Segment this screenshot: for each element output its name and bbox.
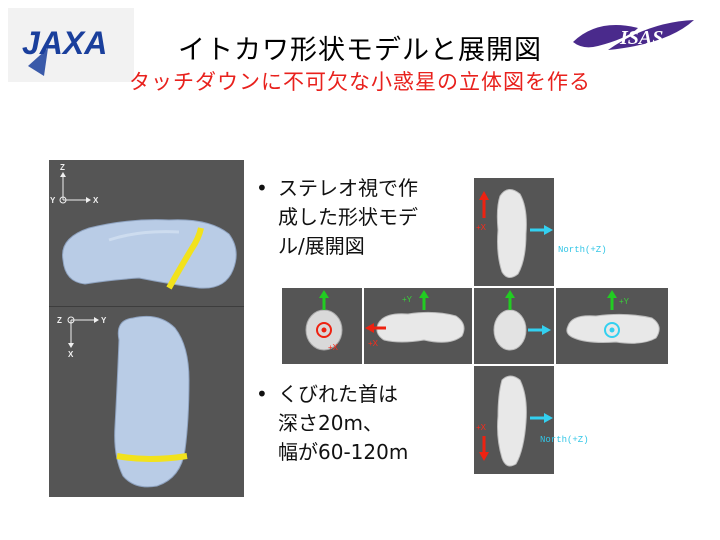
bullet-shape-model: • ステレオ視で作 成した形状モデ ル/展開図 [256, 174, 466, 261]
bottom-axis-z-label: Z [57, 316, 62, 325]
asteroid-top-view [114, 315, 190, 488]
slide-title: イトカワ形状モデルと展開図 [178, 35, 542, 66]
bullet-marker: • [256, 382, 268, 406]
net-top-x-label: +X [476, 223, 487, 232]
bullet-2-line-2: 深さ20m、 [278, 411, 383, 435]
net-cell-center [474, 288, 554, 364]
net-cell-top: +X [474, 178, 554, 286]
left-panel-divider [49, 306, 244, 307]
bullet-1-line-3: ル/展開図 [278, 234, 365, 258]
jaxa-logo-text: JAXA [22, 25, 107, 61]
development-net: +X +X +Y +X [282, 178, 668, 508]
bullet-1-line-1: ステレオ視で作 [278, 176, 418, 200]
bullet-2-line-1: くびれた首は [278, 382, 398, 406]
isas-logo: ISAS [568, 14, 698, 58]
net-bottom-north-label: North(+Z) [540, 435, 589, 445]
isas-logo-text: ISAS [619, 27, 663, 49]
net-mid-y-label: +Y [402, 295, 413, 304]
net-mid-x-label: +X [368, 339, 379, 348]
top-axis-x-label: X [93, 196, 99, 205]
slide-subtitle: タッチダウンに不可欠な小惑星の立体図を作る [129, 70, 591, 94]
shape-model-render-panel: Z Y X Z Y X [49, 160, 244, 497]
net-overlay-labels: North(+Z) North(+Z) [540, 245, 607, 445]
top-axis-y-label: Y [50, 196, 56, 205]
bottom-axis-x-label: X [68, 350, 74, 359]
bottom-axis-y-label: Y [101, 316, 107, 325]
bullet-2-line-3: 幅が60-120m [278, 440, 409, 464]
bullet-marker: • [256, 176, 268, 200]
net-cell-left-end: +X [282, 288, 362, 364]
bullet-neck-dimensions: • くびれた首は 深さ20m、 幅が60-120m [256, 380, 466, 467]
net-top-north-label: North(+Z) [558, 245, 607, 255]
bottom-axes-gizmo: Z Y X [57, 316, 107, 359]
net-cell-side-long: +Y +X [364, 288, 472, 364]
net-left-x-label: +X [328, 343, 339, 352]
bullet-1-line-2: 成した形状モデ [278, 205, 418, 229]
asteroid-side-view [62, 219, 237, 290]
net-bottom-x-label: +X [476, 423, 487, 432]
top-axes-gizmo: Z Y X [50, 163, 99, 205]
net-right-y-label: +Y [619, 297, 630, 306]
net-cell-bottom: +X [474, 366, 554, 474]
net-cell-right-end: +Y [556, 288, 668, 364]
jaxa-logo: JAXA [8, 8, 134, 82]
top-axis-z-label: Z [60, 163, 65, 172]
